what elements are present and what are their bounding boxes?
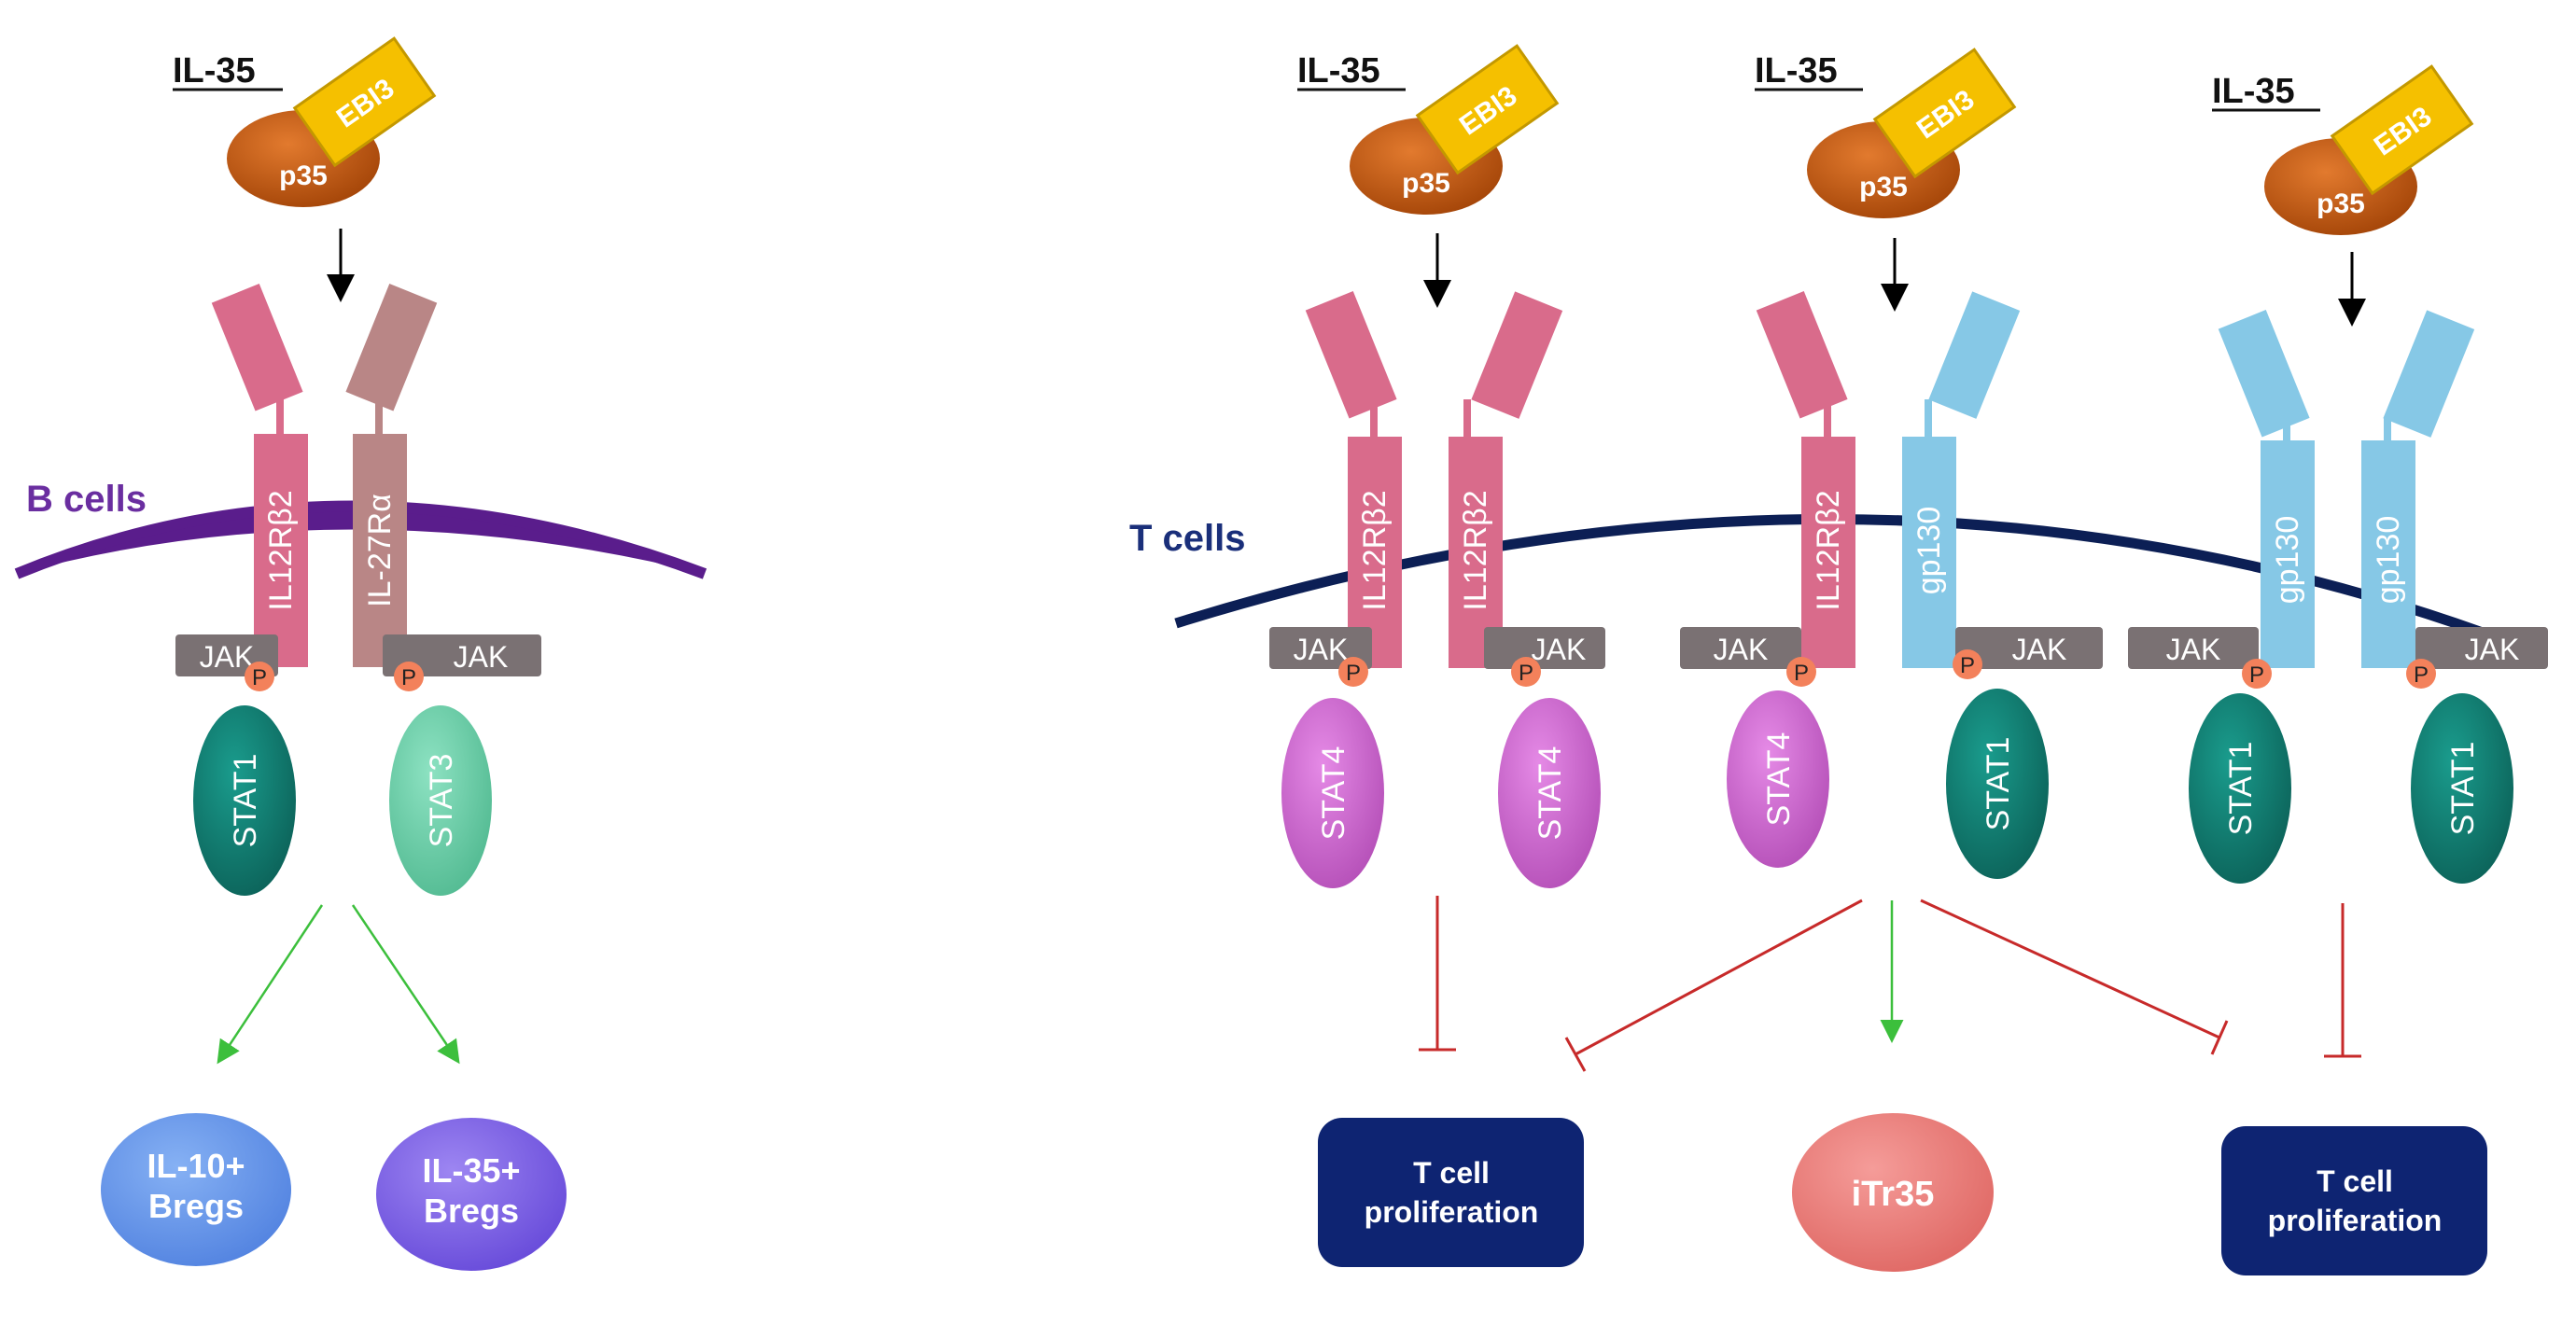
jak-label: JAK — [1714, 633, 1769, 666]
p35-label: p35 — [279, 160, 328, 191]
stat-label: STAT4 — [1316, 746, 1351, 841]
receptor-label: IL-27Rα — [362, 494, 398, 607]
stat-label: STAT1 — [1981, 737, 2016, 831]
il35-bregs-outcome — [376, 1118, 567, 1271]
receptor-label: IL12Rβ2 — [1458, 490, 1493, 610]
il35-cytokine-t3: IL-35 EBI3 p35 — [2212, 64, 2474, 327]
receptor-il27ra-b: IL-27Rα — [345, 284, 438, 667]
outcome-label: proliferation — [2268, 1204, 2443, 1237]
receptor-il12rb2-t2-left: IL12Rβ2 — [1756, 291, 1855, 668]
jak-label: JAK — [454, 640, 509, 674]
jak-box — [1269, 627, 1372, 669]
jak-box — [383, 634, 541, 676]
phospho-site — [1786, 657, 1816, 687]
cytokine-title: IL-35 — [1297, 51, 1380, 91]
receptor-label: gp130 — [2371, 516, 2406, 605]
outcome-label: IL-35+ — [422, 1151, 520, 1190]
stat-label: STAT4 — [1533, 746, 1568, 841]
il35-cytokine-t2: IL-35 EBI3 p35 — [1755, 48, 2017, 312]
stat3-protein — [389, 705, 492, 896]
jak-label: JAK — [1294, 633, 1349, 666]
cytokine-title: IL-35 — [2212, 72, 2295, 111]
p35-label: p35 — [1402, 168, 1450, 199]
p35-label: p35 — [1859, 172, 1908, 202]
inhibition-arrows — [1419, 896, 2361, 1072]
il35-cytokine-t1: IL-35 EBI3 p35 — [1297, 44, 1560, 308]
phospho-label: P — [1794, 661, 1809, 686]
receptor-il12rb2-b: IL12Rβ2 — [211, 284, 308, 667]
stat4-protein — [1727, 690, 1829, 868]
p35-label: p35 — [2317, 188, 2365, 219]
outcome-label: T cell — [2317, 1164, 2393, 1198]
outcome-label: Bregs — [148, 1187, 244, 1225]
receptor-label: gp130 — [1911, 507, 1947, 595]
jak-label: JAK — [2166, 633, 2221, 666]
outcome-label: T cell — [1413, 1156, 1490, 1190]
receptor-label: IL12Rβ2 — [1357, 490, 1393, 610]
il10-bregs-outcome — [101, 1113, 291, 1266]
stat1-protein — [193, 705, 296, 896]
receptor-label: IL12Rβ2 — [263, 490, 299, 610]
b-cell-membrane-label: B cells — [26, 479, 147, 520]
outcome-label: Bregs — [424, 1192, 519, 1230]
stat-label: STAT4 — [1761, 732, 1797, 827]
cytokine-title: IL-35 — [1755, 51, 1838, 91]
phospho-site — [394, 662, 424, 691]
jak-box — [1955, 627, 2103, 669]
stat1-protein — [2189, 693, 2291, 884]
jak-box — [1680, 627, 1801, 669]
il35-cytokine-b: IL-35 EBI3 p35 — [173, 36, 437, 302]
stat-label: STAT3 — [424, 754, 459, 848]
jak-box — [2128, 627, 2259, 669]
stat-label: STAT1 — [2223, 742, 2259, 836]
stat4-protein — [1281, 698, 1384, 888]
phospho-site — [2406, 659, 2436, 689]
phospho-label: P — [252, 665, 267, 690]
phospho-site — [1511, 657, 1541, 687]
jak-box — [1484, 627, 1605, 669]
stat4-protein — [1498, 698, 1601, 888]
stat1-protein — [2411, 693, 2513, 884]
jak-label: JAK — [1532, 633, 1587, 666]
t-cell-proliferation-outcome — [2221, 1126, 2487, 1275]
phospho-site — [1338, 657, 1368, 687]
outcome-label: IL-10+ — [147, 1147, 245, 1185]
outcome-label: iTr35 — [1852, 1175, 1935, 1214]
phospho-label: P — [1346, 661, 1361, 686]
receptor-label: IL12Rβ2 — [1811, 490, 1846, 610]
stat-label: STAT1 — [228, 754, 263, 848]
ebi3-subunit — [2330, 64, 2474, 196]
cytokine-title: IL-35 — [173, 51, 256, 91]
stat-label: STAT1 — [2445, 742, 2481, 836]
ebi3-subunit — [292, 36, 437, 168]
receptor-il12rb2-t1-right: IL12Rβ2 — [1449, 291, 1563, 668]
receptor-gp130-t3-left: gp130 — [2218, 310, 2315, 668]
jak-label: JAK — [200, 640, 255, 674]
t-cell-proliferation-outcome — [1318, 1118, 1584, 1267]
phospho-label: P — [1960, 653, 1975, 678]
jak-label: JAK — [2012, 633, 2067, 666]
stat1-protein — [1946, 689, 2049, 879]
outcome-label: proliferation — [1365, 1195, 1539, 1229]
phospho-label: P — [401, 665, 416, 690]
phospho-label: P — [1519, 661, 1533, 686]
ebi3-subunit — [1415, 44, 1560, 175]
phospho-label: P — [2249, 662, 2264, 688]
receptor-il12rb2-t1-left: IL12Rβ2 — [1305, 291, 1402, 668]
receptor-label: gp130 — [2270, 516, 2305, 605]
ebi3-subunit — [1872, 48, 2017, 179]
jak-box — [2415, 627, 2548, 669]
phospho-site — [245, 662, 274, 691]
t-cell-membrane-label: T cells — [1129, 518, 1246, 559]
receptor-gp130-t2-right: gp130 — [1902, 291, 2021, 668]
itr35-outcome — [1792, 1113, 1994, 1272]
receptor-gp130-t3-right: gp130 — [2361, 310, 2475, 668]
phospho-label: P — [2414, 662, 2429, 688]
phospho-site — [2242, 659, 2272, 689]
jak-label: JAK — [2465, 633, 2520, 666]
phospho-site — [1953, 649, 1982, 679]
